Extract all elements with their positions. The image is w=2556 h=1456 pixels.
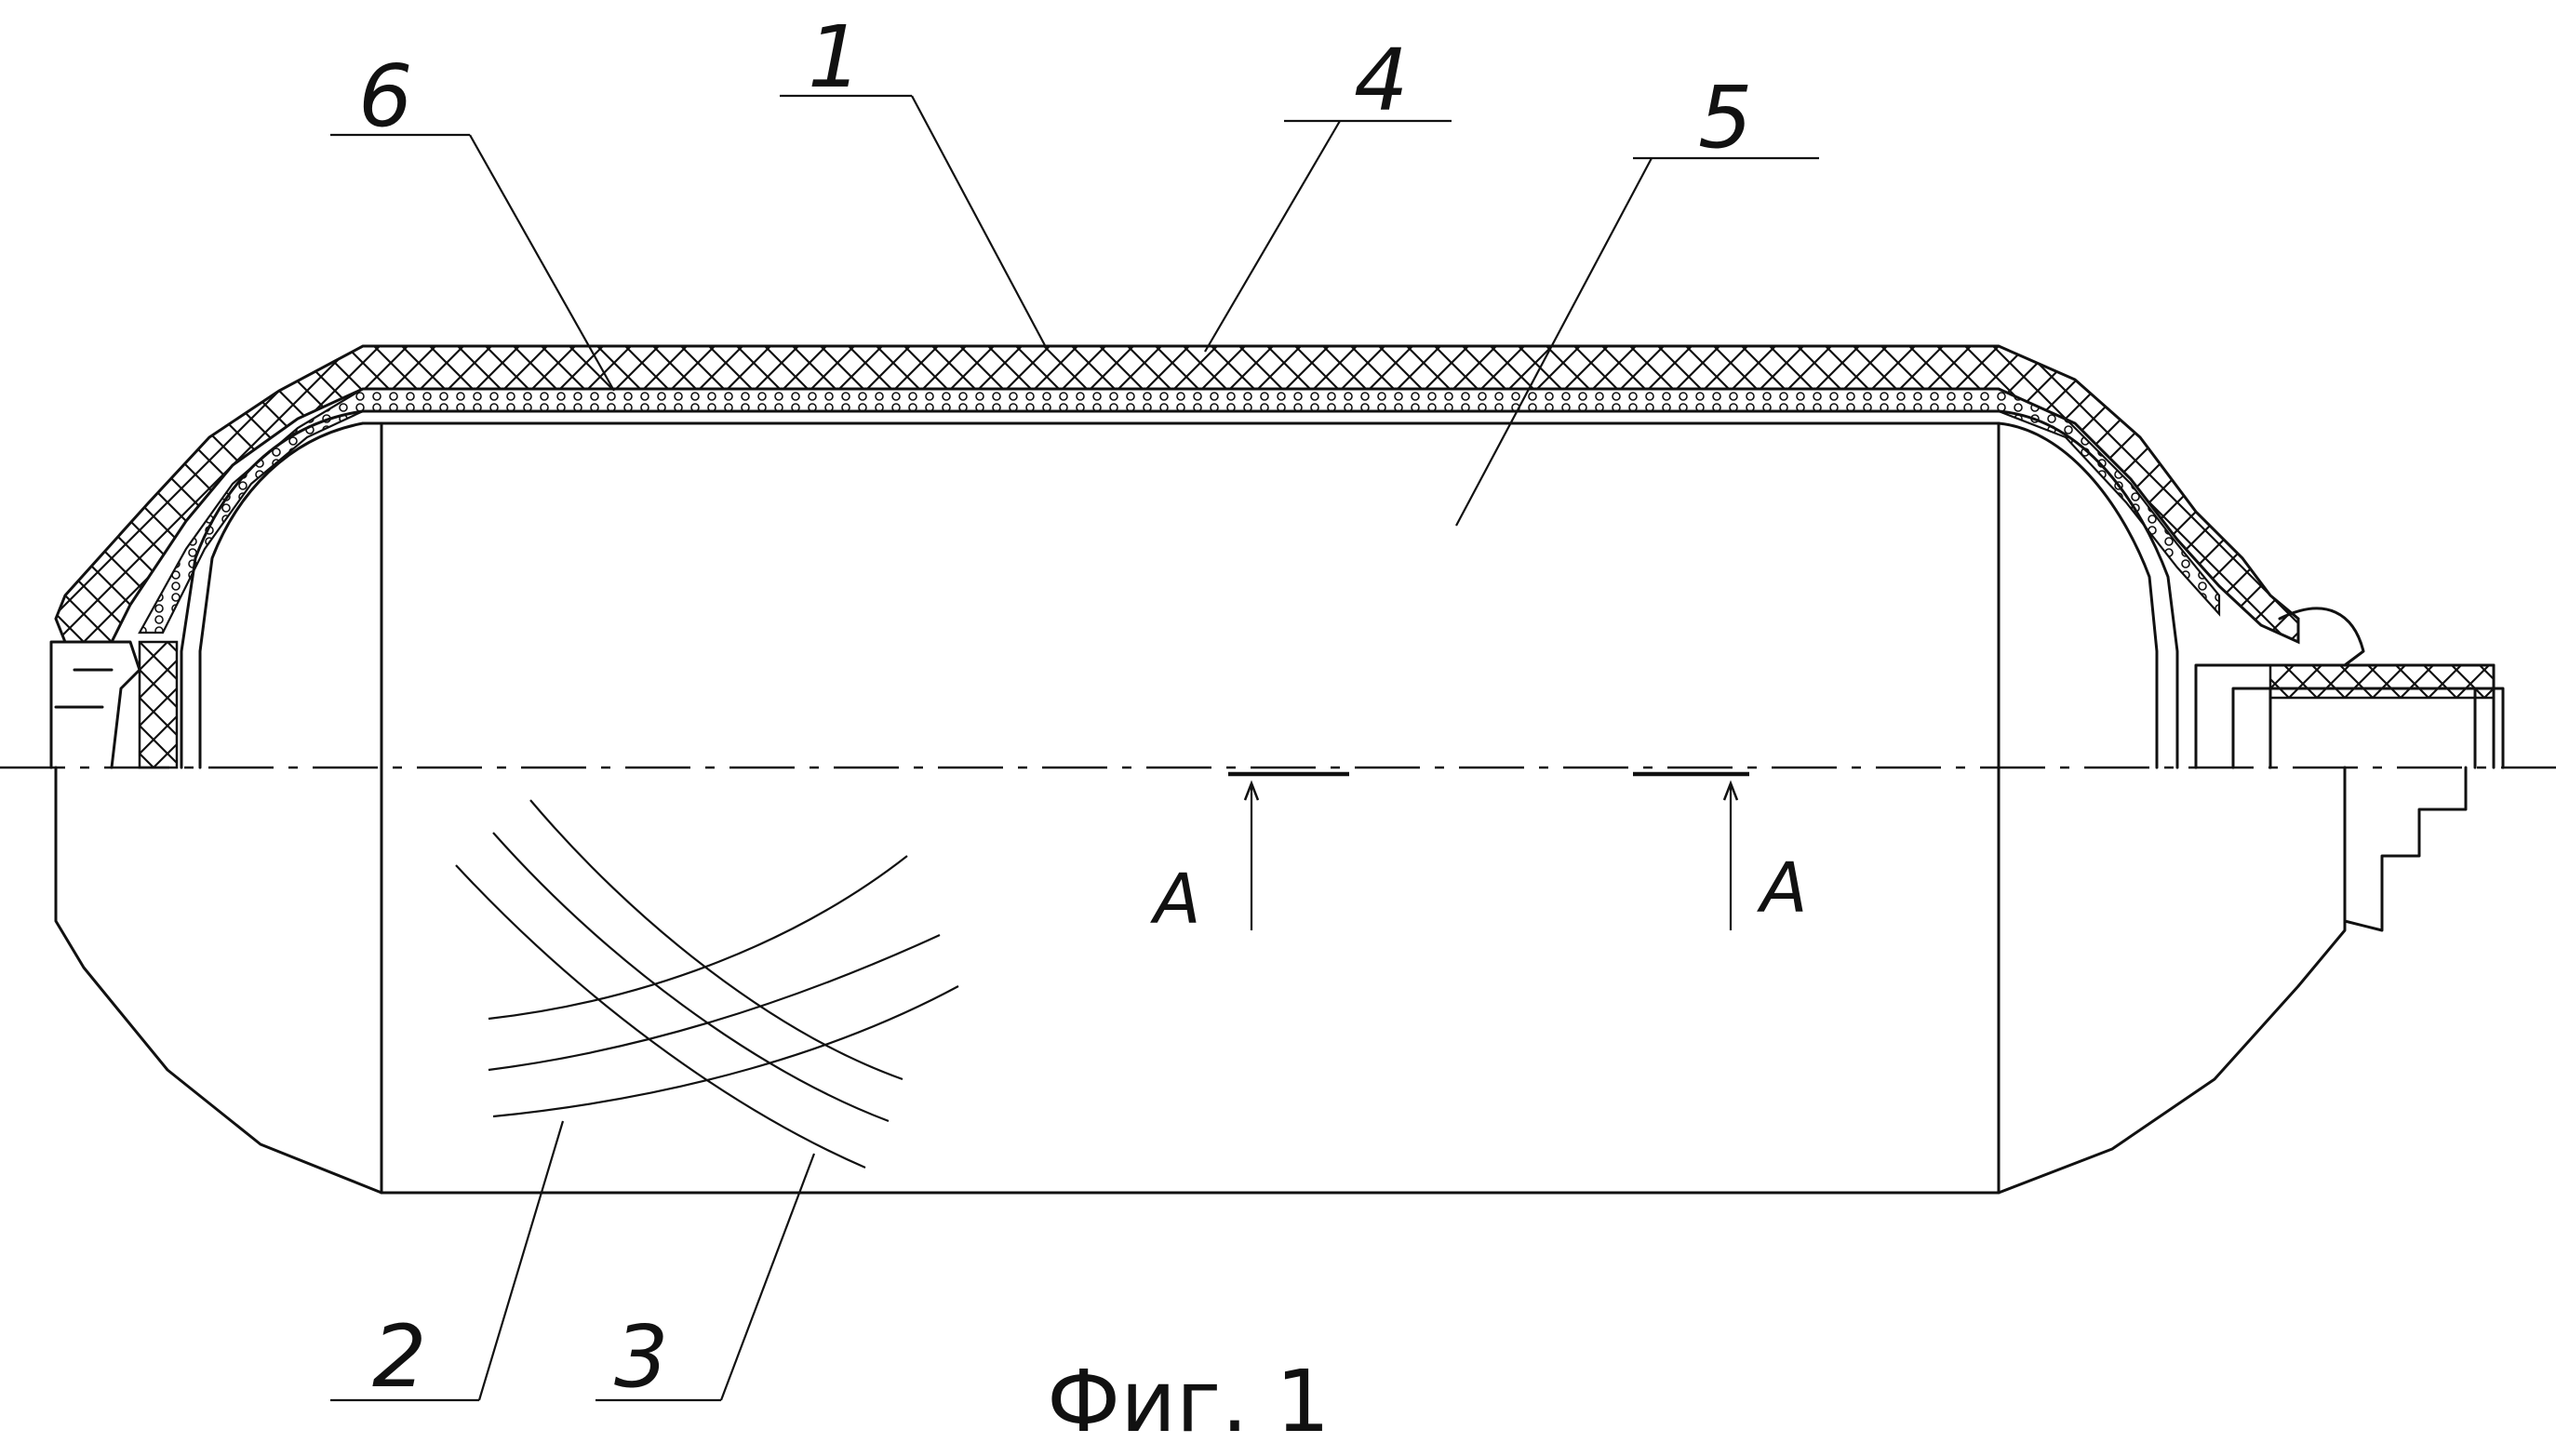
section-mark-left-label: A [1150,860,1201,940]
callout-4-leader [1205,121,1340,352]
callout-1-leader [912,96,1047,349]
right-valve-lower [2345,768,2466,930]
callout-1-label: 1 [808,7,863,107]
winding-line-a2 [493,833,889,1121]
callout-3-label: 3 [614,1307,669,1407]
intermediate-layer-band [140,389,2219,633]
callout-5-label: 5 [1698,68,1753,167]
callout-3-leader [721,1154,814,1400]
winding-line-b3 [493,986,958,1116]
figure-caption: Фиг. 1 [1047,1352,1330,1451]
winding-line-b1 [488,856,907,1019]
left-fitting-section [51,642,140,768]
callout-2-leader [479,1121,563,1400]
left-fitting-hatched [140,642,177,768]
liner-inner-line [363,411,2177,768]
winding-line-b2 [488,935,940,1070]
right-fitting-hatched [2270,665,2494,698]
lower-outer-contour [56,768,2345,1193]
section-mark-right-label: A [1757,848,1808,928]
callout-2-label: 2 [372,1307,427,1407]
callout-6-label: 6 [358,47,413,146]
winding-line-a1 [456,865,865,1168]
right-fitting-flange [2456,688,2503,768]
liner-inner-line-2 [363,423,2157,768]
callout-5-leader [1456,158,1652,526]
callout-4-label: 4 [1354,31,1409,130]
